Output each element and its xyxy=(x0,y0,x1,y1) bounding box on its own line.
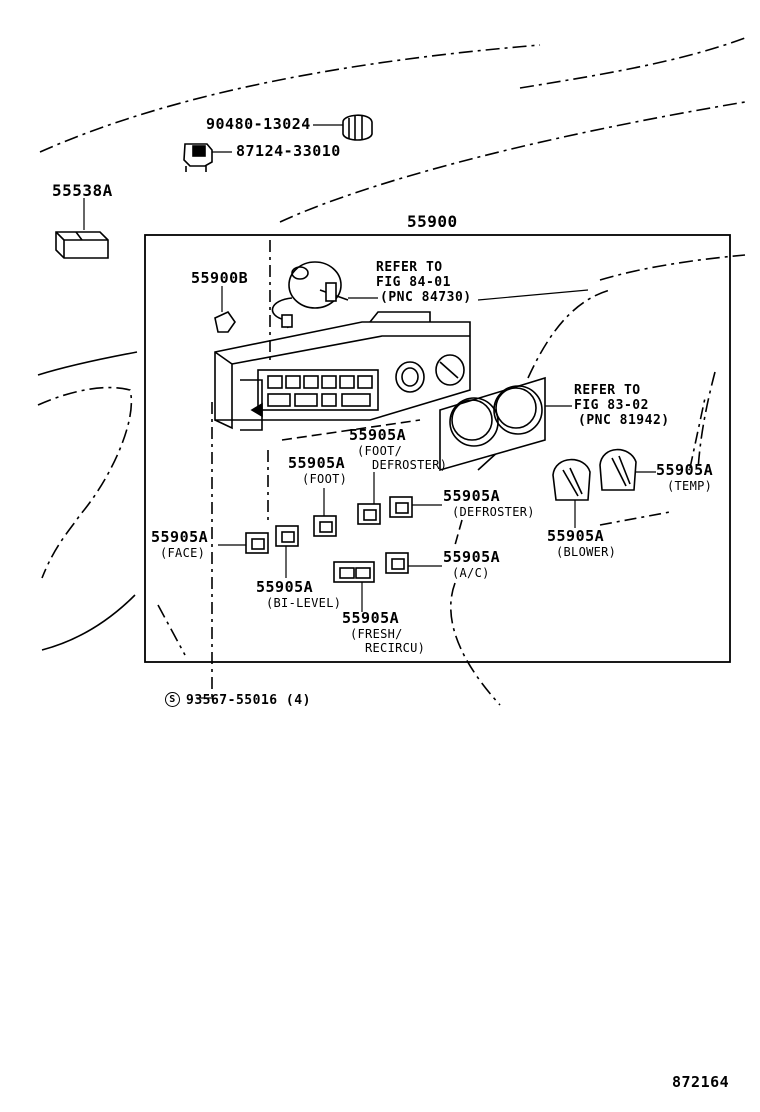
desc-ac: (A/C) xyxy=(452,566,490,580)
desc-fresh-2: RECIRCU) xyxy=(365,641,426,655)
switch-bilevel xyxy=(275,525,299,547)
dashboard-outline-right3 xyxy=(599,254,746,281)
part-label-blower: 55905A xyxy=(547,527,605,545)
connector-55538A xyxy=(55,231,109,259)
desc-bilevel: (BI-LEVEL) xyxy=(266,596,342,610)
dashboard-outline-right6 xyxy=(599,511,671,526)
bulb-55900B xyxy=(214,310,236,333)
knob-temp xyxy=(599,448,656,491)
dashboard-outline-inner xyxy=(279,101,746,223)
ref-84-01-line1: REFER TO xyxy=(376,260,443,275)
dashboard-outline-top xyxy=(39,44,541,153)
switch-foot xyxy=(313,515,337,537)
part-label-87124: 87124-33010 xyxy=(236,142,341,160)
figure-number: 872164 xyxy=(672,1073,730,1091)
part-label-defroster: 55905A xyxy=(443,487,501,505)
dashboard-outline-left3 xyxy=(41,594,136,651)
dashboard-outline-right5 xyxy=(449,582,501,706)
bezel-81942 xyxy=(439,376,572,472)
switch-foot-defroster xyxy=(357,503,381,525)
part-label-55900B: 55900B xyxy=(191,269,249,287)
desc-foot-defroster-2: DEFROSTER) xyxy=(372,458,448,472)
desc-fresh-1: (FRESH/ xyxy=(350,627,403,641)
dashboard-outline-right xyxy=(519,37,746,89)
ref-84-01-line3: (PNC 84730) xyxy=(380,290,472,305)
assembly-frame xyxy=(144,234,731,663)
ref-83-02-line2: FIG 83-02 xyxy=(574,398,649,413)
desc-foot-defroster-1: (FOOT/ xyxy=(357,444,403,458)
screw-number: 93567-55016 (4) xyxy=(186,693,311,708)
part-label-ac: 55905A xyxy=(443,548,501,566)
clip-90480 xyxy=(342,114,373,141)
switch-ac xyxy=(385,552,409,574)
part-label-screw: S 93567-55016 (4) xyxy=(165,692,311,707)
dashboard-outline-left1 xyxy=(37,351,138,376)
part-label-bilevel: 55905A xyxy=(256,578,314,596)
dashboard-outline-left4 xyxy=(157,604,186,656)
part-label-55538A: 55538A xyxy=(52,181,113,200)
dashboard-outline-left2 xyxy=(37,386,133,579)
part-label-fresh: 55905A xyxy=(342,609,400,627)
ref-83-02-line1: REFER TO xyxy=(574,383,641,398)
switch-face xyxy=(245,532,269,554)
part-label-temp: 55905A xyxy=(656,461,714,479)
desc-foot: (FOOT) xyxy=(302,472,348,486)
dashboard-outline-right4 xyxy=(697,371,716,471)
switch-defroster xyxy=(389,496,413,518)
knob-blower xyxy=(552,458,591,528)
part-label-foot-defroster: 55905A xyxy=(349,426,407,444)
dashboard-outline-right2 xyxy=(527,289,611,379)
desc-defroster: (DEFROSTER) xyxy=(452,505,535,519)
ref-84-01-line2: FIG 84-01 xyxy=(376,275,451,290)
switch-fresh xyxy=(333,561,375,583)
part-label-face: 55905A xyxy=(151,528,209,546)
screw-symbol-icon: S xyxy=(165,692,180,707)
part-label-90480: 90480-13024 xyxy=(206,115,311,133)
part-label-55900: 55900 xyxy=(407,212,458,231)
part-label-foot: 55905A xyxy=(288,454,346,472)
control-head xyxy=(214,311,471,441)
desc-temp: (TEMP) xyxy=(667,479,713,493)
ref-83-02-line3: (PNC 81942) xyxy=(578,413,670,428)
desc-blower: (BLOWER) xyxy=(556,545,617,559)
desc-face: (FACE) xyxy=(160,546,206,560)
